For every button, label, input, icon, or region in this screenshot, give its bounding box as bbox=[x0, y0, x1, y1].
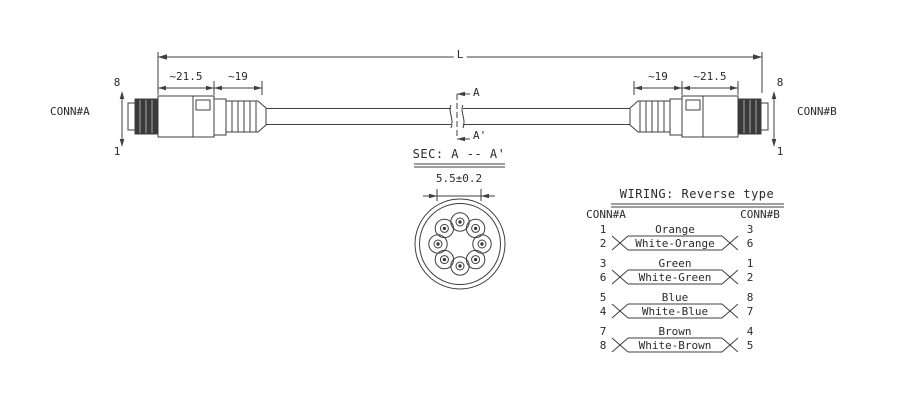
section-title-underline bbox=[414, 163, 505, 168]
pin-order-arrow-right bbox=[771, 91, 777, 147]
pair-color-label: Orange bbox=[655, 223, 695, 236]
connector-a-drawing bbox=[127, 95, 267, 138]
cable-cross-section bbox=[414, 198, 506, 290]
conductor-circles bbox=[428, 212, 492, 276]
wiring-pair-1-lines bbox=[611, 235, 739, 251]
dim-left-boot-label: ~19 bbox=[228, 70, 248, 83]
pair-left-pin: 5 bbox=[599, 291, 607, 304]
pin-1-label-right: 1 bbox=[776, 145, 784, 158]
wiring-title-underline bbox=[611, 203, 784, 208]
dimension-connector-b bbox=[633, 81, 739, 95]
pair-white-label: White-Green bbox=[638, 271, 712, 284]
pin-8-label-right: 8 bbox=[776, 76, 784, 89]
pair-white-label: White-Orange bbox=[635, 237, 715, 250]
conn-a-label: CONN#A bbox=[50, 105, 90, 118]
dimension-connector-a bbox=[157, 81, 263, 95]
pair-left-pin: 2 bbox=[599, 237, 607, 250]
pair-left-pin: 3 bbox=[599, 257, 607, 270]
section-mark-a-prime-label: A' bbox=[473, 129, 487, 142]
dim-right-boot-label: ~19 bbox=[648, 70, 668, 83]
dim-left-body-label: ~21.5 bbox=[169, 70, 203, 83]
pair-left-pin: 4 bbox=[599, 305, 607, 318]
pair-white-label: White-Brown bbox=[638, 339, 712, 352]
section-title: SEC: A -- A' bbox=[412, 147, 506, 161]
pair-color-label: Brown bbox=[658, 325, 692, 338]
pair-right-pin: 3 bbox=[746, 223, 754, 236]
pair-right-pin: 7 bbox=[746, 305, 754, 318]
section-mark-a-label: A bbox=[473, 86, 480, 99]
pair-white-label: White-Blue bbox=[641, 305, 709, 318]
pair-left-pin: 8 bbox=[599, 339, 607, 352]
pair-color-label: Blue bbox=[661, 291, 689, 304]
wiring-pair-4-lines bbox=[611, 337, 739, 353]
wiring-title: WIRING: Reverse type bbox=[619, 187, 775, 201]
wiring-conn-b-header: CONN#B bbox=[740, 208, 780, 221]
pair-right-pin: 5 bbox=[746, 339, 754, 352]
pair-left-pin: 6 bbox=[599, 271, 607, 284]
pair-right-pin: 2 bbox=[746, 271, 754, 284]
pin-order-arrow-left bbox=[119, 91, 125, 147]
wiring-pair-3-lines bbox=[611, 303, 739, 319]
connector-b-drawing bbox=[629, 95, 769, 138]
pair-left-pin: 7 bbox=[599, 325, 607, 338]
dim-length-label: L bbox=[453, 49, 467, 61]
pair-left-pin: 1 bbox=[599, 223, 607, 236]
wiring-pair-2-lines bbox=[611, 269, 739, 285]
conn-b-label: CONN#B bbox=[797, 105, 837, 118]
pair-color-label: Green bbox=[658, 257, 692, 270]
pair-right-pin: 1 bbox=[746, 257, 754, 270]
pair-right-pin: 8 bbox=[746, 291, 754, 304]
cable-body bbox=[266, 104, 630, 129]
section-cut-line bbox=[456, 91, 470, 142]
wiring-conn-a-header: CONN#A bbox=[586, 208, 626, 221]
pair-right-pin: 6 bbox=[746, 237, 754, 250]
pin-8-label-left: 8 bbox=[113, 76, 121, 89]
pair-right-pin: 4 bbox=[746, 325, 754, 338]
cable-diameter-label: 5.5±0.2 bbox=[435, 172, 483, 185]
dim-right-body-label: ~21.5 bbox=[693, 70, 727, 83]
pin-1-label-left: 1 bbox=[113, 145, 121, 158]
dimension-cable-diameter bbox=[423, 189, 495, 201]
